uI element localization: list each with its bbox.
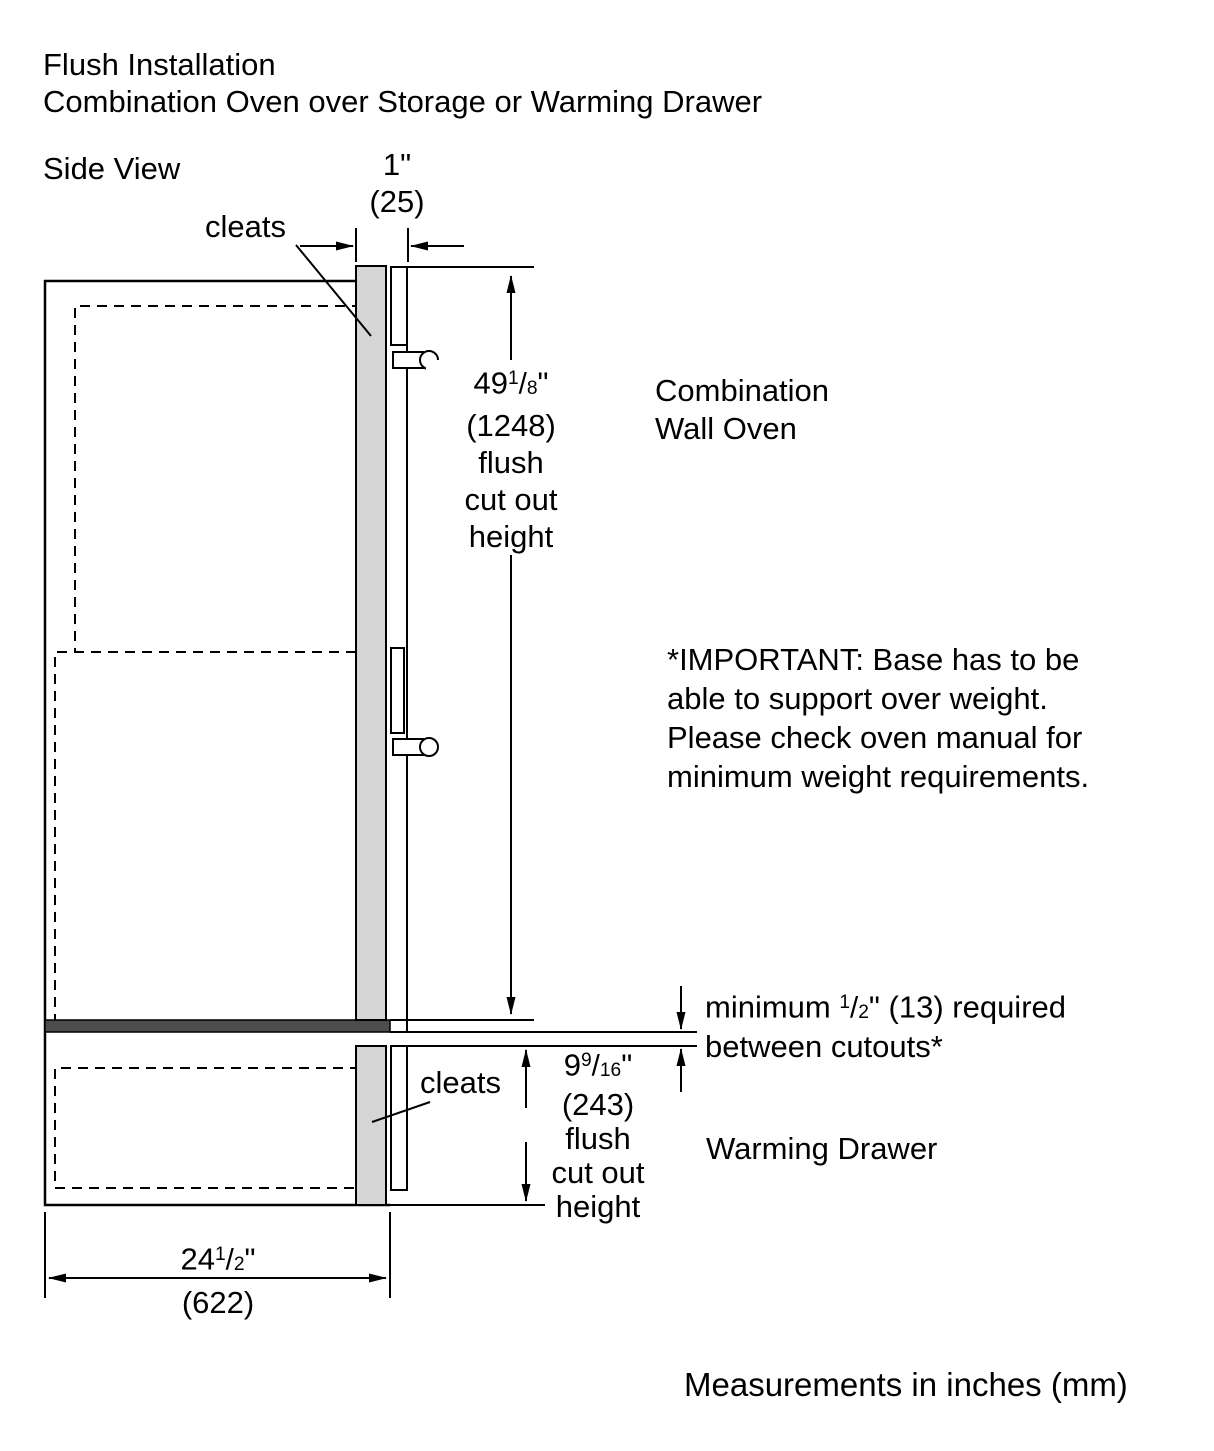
drawer-cutout-mm: (243) bbox=[561, 1086, 635, 1122]
cleat-thickness-mm: (25) bbox=[369, 184, 425, 219]
diagram-heading: Flush Installation Combination Oven over… bbox=[43, 46, 762, 120]
heading-line2: Combination Oven over Storage or Warming… bbox=[43, 84, 763, 119]
oven-cutout-fraction: 1/8 bbox=[508, 360, 538, 407]
cabinet-width-unit: " bbox=[244, 1241, 256, 1277]
oven-cutout-unit: " bbox=[537, 365, 549, 401]
drawer-cutout-unit: " bbox=[621, 1047, 633, 1083]
cleats-bottom-leader-line bbox=[371, 1101, 431, 1123]
oven-lower-handle-knob bbox=[419, 737, 439, 757]
min-gap-prefix: minimum bbox=[705, 989, 840, 1025]
important-line1: *IMPORTANT: Base has to be bbox=[667, 642, 1080, 677]
warming-drawer-label: Warming Drawer bbox=[706, 1131, 938, 1166]
measurements-footnote: Measurements in inches (mm) bbox=[684, 1366, 1128, 1403]
heading-line1: Flush Installation bbox=[43, 47, 276, 82]
oven-lower-handle-stem bbox=[392, 738, 424, 756]
drawer-cutout-desc1: flush bbox=[565, 1120, 631, 1156]
important-note: *IMPORTANT: Base has to be able to suppo… bbox=[667, 640, 1089, 796]
oven-cutout-value: 491/8" bbox=[426, 360, 596, 407]
cleat-thickness-unit: " bbox=[400, 147, 412, 182]
fraction-slash: / bbox=[850, 991, 859, 1025]
oven-cutout-dimension: 491/8" (1248) flush cut out height bbox=[426, 360, 596, 555]
important-line2: able to support over weight. bbox=[667, 681, 1048, 716]
drawer-cavity-dashed-outline bbox=[54, 1067, 360, 1189]
cleat-thickness-value: 1" bbox=[330, 146, 464, 183]
min-gap-note-line1: minimum 1/2" (13) required bbox=[705, 984, 1066, 1031]
drawer-cutout-desc3: height bbox=[555, 1188, 641, 1224]
cleats-label-top: cleats bbox=[205, 209, 286, 244]
oven-cavity-dashed-outline bbox=[54, 305, 362, 1020]
drawer-cutout-whole: 9 bbox=[563, 1047, 581, 1083]
fraction-numerator: 1 bbox=[839, 992, 851, 1013]
upper-cleat-bar bbox=[355, 265, 387, 1021]
drawer-cutout-fraction: 9/16 bbox=[581, 1044, 621, 1088]
oven-cutout-whole: 49 bbox=[473, 365, 508, 401]
fraction-denominator: 2 bbox=[233, 1253, 245, 1275]
separator-base-bar bbox=[44, 1019, 391, 1033]
cleats-top-leader-line bbox=[295, 244, 372, 337]
cleat-thickness-number: 1 bbox=[382, 147, 401, 182]
cabinet-width-mm: (622) bbox=[181, 1285, 255, 1320]
min-gap-fraction: 1/2 bbox=[839, 984, 869, 1031]
oven-cutout-desc2: cut out bbox=[464, 481, 558, 517]
oven-upper-frame bbox=[390, 266, 408, 346]
cabinet-width-whole: 24 bbox=[180, 1241, 215, 1277]
min-gap-suffix: " (13) required bbox=[868, 989, 1067, 1025]
min-gap-note-line2: between cutouts* bbox=[705, 1029, 943, 1064]
fraction-numerator: 1 bbox=[507, 368, 519, 389]
fraction-denominator: 8 bbox=[526, 377, 538, 399]
lower-cleat-bar bbox=[355, 1045, 387, 1206]
oven-label-line1: Combination bbox=[655, 373, 830, 408]
drawer-cutout-desc2: cut out bbox=[551, 1154, 645, 1190]
combination-wall-oven-label: Combination Wall Oven bbox=[655, 372, 829, 448]
oven-label-line2: Wall Oven bbox=[655, 411, 797, 446]
important-line3: Please check oven manual for bbox=[667, 720, 1083, 755]
oven-cutout-desc1: flush bbox=[478, 444, 544, 480]
fraction-slash: / bbox=[518, 367, 527, 401]
fraction-numerator: 9 bbox=[580, 1050, 592, 1071]
fraction-denominator: 16 bbox=[599, 1059, 622, 1081]
cleat-thickness-dimension: 1" (25) bbox=[330, 146, 464, 220]
fraction-denominator: 2 bbox=[858, 1001, 869, 1023]
cleats-label-bottom: cleats bbox=[420, 1065, 501, 1100]
fraction-numerator: 1 bbox=[214, 1244, 226, 1265]
side-view-label: Side View bbox=[43, 151, 181, 186]
cabinet-width-fraction: 1/2 bbox=[215, 1236, 245, 1283]
cabinet-outline bbox=[43, 279, 390, 1207]
oven-mid-frame bbox=[390, 647, 405, 734]
cabinet-width-value: 241/2" bbox=[148, 1236, 288, 1283]
fraction-slash: / bbox=[225, 1243, 234, 1277]
drawer-cutout-value: 99/16" bbox=[528, 1044, 668, 1088]
drawer-front-frame bbox=[390, 1045, 408, 1191]
drawer-cutout-dimension: 99/16" (243) flush cut out height bbox=[528, 1044, 668, 1224]
oven-cutout-desc3: height bbox=[468, 518, 554, 554]
oven-cutout-mm: (1248) bbox=[466, 407, 556, 443]
important-line4: minimum weight requirements. bbox=[667, 759, 1090, 794]
fraction-slash: / bbox=[591, 1049, 600, 1083]
oven-upper-handle-stem bbox=[392, 351, 424, 369]
